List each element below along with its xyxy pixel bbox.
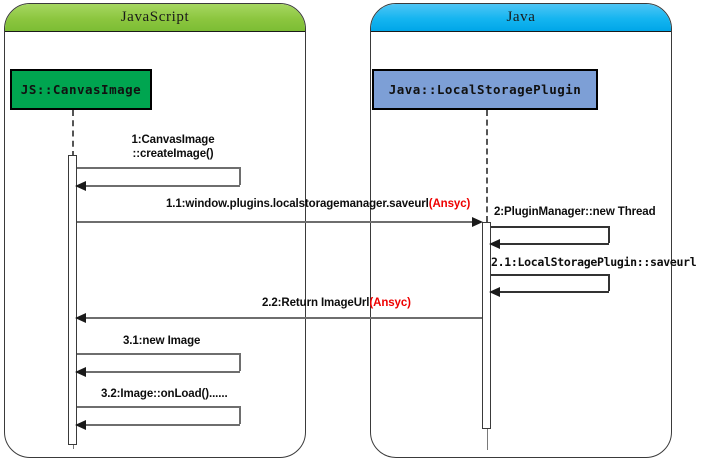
message-2-1-turn xyxy=(608,274,610,291)
message-1-turn xyxy=(239,167,241,185)
message-label-1-1-async-tag: (Ansyc) xyxy=(428,198,471,210)
frame-javascript-header: JavaScript xyxy=(5,4,305,32)
message-2-arrowhead xyxy=(489,239,500,249)
message-label-2-1: 2.1:LocalStoragePlugin::saveurl xyxy=(491,255,697,269)
message-3-2-arrowhead xyxy=(75,420,86,430)
message-label-2-2-async-tag: (Ansyc) xyxy=(369,297,411,309)
message-label-2: 2:PluginManager::new Thread xyxy=(494,206,656,218)
participant-js-canvasimage[interactable]: JS::CanvasImage xyxy=(10,69,152,110)
message-3-1-turn xyxy=(239,353,241,371)
message-2-2-line xyxy=(85,317,482,319)
message-3-1-return xyxy=(85,371,240,373)
message-3-1-arrowhead xyxy=(75,367,86,377)
message-1-1-line xyxy=(77,221,474,223)
message-label-1-line2: ::createImage() xyxy=(132,148,214,160)
message-label-3-1-text: 3.1:new Image xyxy=(123,335,201,347)
participant-java-localstorageplugin[interactable]: Java::LocalStoragePlugin xyxy=(372,69,598,110)
message-2-1-return xyxy=(499,291,609,293)
message-3-2-turn xyxy=(239,406,241,424)
message-label-1-line1: 1:CanvasImage xyxy=(131,134,215,146)
activation-js-canvasimage xyxy=(68,155,77,445)
message-1-1-arrowhead xyxy=(472,217,483,227)
message-label-3-1: 3.1:new Image xyxy=(123,335,200,347)
message-label-3-2: 3.2:Image::onLoad()...... xyxy=(101,388,228,400)
message-1-arrowhead xyxy=(75,181,86,191)
lifeline-js-canvasimage xyxy=(72,110,74,157)
message-label-2-1-text: 2.1:LocalStoragePlugin::saveurl xyxy=(491,255,697,269)
message-label-2-2-text: 2.2:Return ImageUrl xyxy=(262,297,370,309)
message-2-return xyxy=(499,243,609,245)
frame-java-title: Java xyxy=(506,9,536,25)
message-label-2-2: 2.2:Return ImageUrl(Ansyc) xyxy=(262,297,411,309)
message-label-2-text: 2:PluginManager::new Thread xyxy=(494,206,656,218)
message-label-1-1: 1.1:window.plugins.localstoragemanager.s… xyxy=(166,198,470,210)
message-2-turn xyxy=(608,226,610,243)
message-2-out xyxy=(491,226,609,228)
frame-java: Java xyxy=(370,3,672,458)
frame-javascript-title: JavaScript xyxy=(120,9,190,25)
message-3-2-out xyxy=(77,406,240,408)
message-label-1-1-text: 1.1:window.plugins.localstoragemanager.s… xyxy=(166,198,429,210)
message-1-out xyxy=(77,167,240,169)
activation-java-localstorageplugin xyxy=(482,222,491,429)
message-2-1-arrowhead xyxy=(489,287,500,297)
message-2-1-out xyxy=(491,274,609,276)
message-3-2-return xyxy=(85,424,240,426)
message-3-1-out xyxy=(77,353,240,355)
participant-js-canvasimage-label: JS::CanvasImage xyxy=(20,82,142,97)
participant-java-localstorageplugin-label: Java::LocalStoragePlugin xyxy=(388,82,582,97)
message-2-2-arrowhead xyxy=(75,313,86,323)
message-label-3-2-text: 3.2:Image::onLoad()...... xyxy=(101,388,228,400)
lifeline-java-localstorageplugin xyxy=(486,110,488,222)
frame-java-header: Java xyxy=(371,4,671,32)
message-1-return xyxy=(85,185,240,187)
message-label-1: 1:CanvasImage ::createImage() xyxy=(98,133,248,161)
